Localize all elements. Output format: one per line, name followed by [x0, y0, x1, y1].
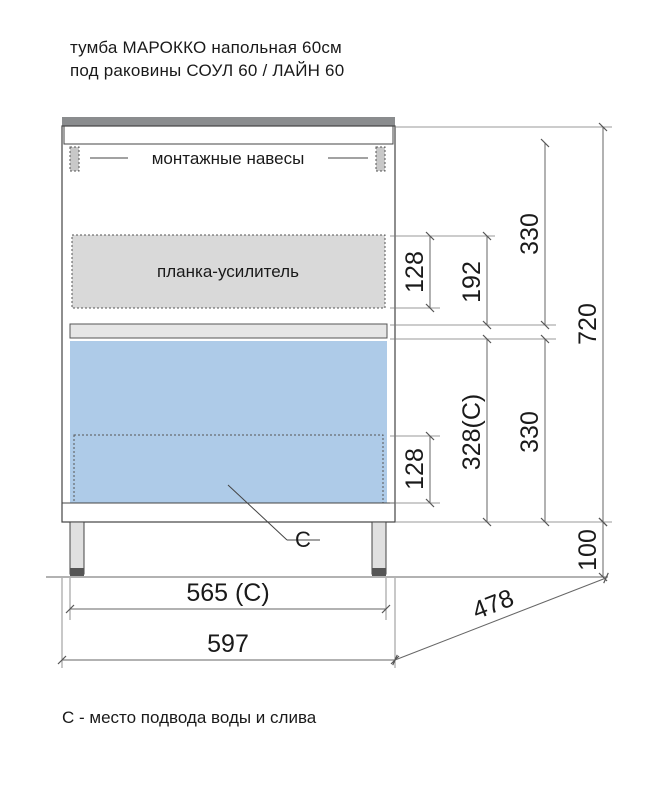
dim-128-bottom: 128 [401, 448, 429, 490]
reinforcing-bar-label: планка-усилитель [157, 262, 299, 281]
dim-line-478 [392, 572, 609, 666]
countertop [62, 117, 395, 126]
mounting-hanger-left [69, 146, 80, 172]
dim-597: 597 [207, 630, 249, 658]
leg-right [371, 521, 387, 575]
leg-right-foot [372, 568, 386, 576]
cabinet-body [61, 125, 396, 523]
dim-330-top: 330 [516, 213, 544, 255]
title-line-2: под раковины СОУЛ 60 / ЛАЙН 60 [70, 61, 345, 80]
reinforcing-bar [71, 234, 386, 309]
footnote: C - место подвода воды и слива [62, 708, 317, 727]
connection-point-label: C [295, 527, 311, 552]
leg-left [69, 521, 85, 575]
connection-leader [227, 484, 288, 541]
dim-720: 720 [574, 303, 602, 345]
drawer-front [70, 341, 387, 503]
dim-565c: 565 (C) [186, 579, 269, 607]
title-line-1: тумба МАРОККО напольная 60см [70, 38, 342, 57]
drawer-cutout [73, 434, 384, 504]
dim-478: 478 [469, 584, 518, 625]
leg-left-foot [70, 568, 84, 576]
mounting-hangers-label: монтажные навесы [152, 149, 305, 168]
dim-330-bottom: 330 [516, 411, 544, 453]
shelf-panel [69, 323, 388, 339]
dim-100: 100 [574, 529, 602, 571]
dim-192: 192 [458, 261, 486, 303]
dim-128-top: 128 [401, 251, 429, 293]
dim-328c: 328(C) [458, 394, 486, 470]
top-edge [63, 125, 394, 145]
mounting-hanger-right [375, 146, 386, 172]
